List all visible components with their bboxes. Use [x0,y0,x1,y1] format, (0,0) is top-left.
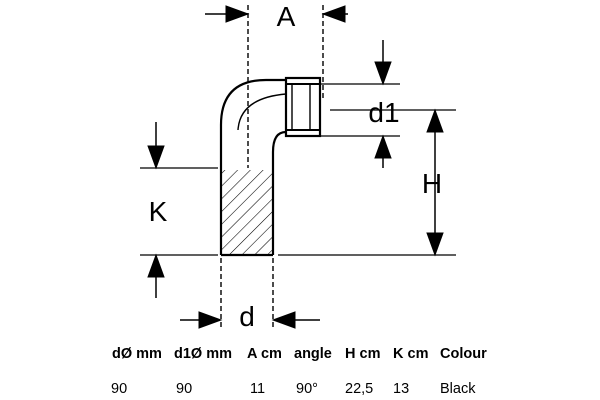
hatched-section [221,170,273,255]
value-a-cm: 11 [250,381,266,397]
pipe-elbow-diagram: A d1 H K d [140,1,456,332]
dimension-a [205,5,348,168]
label-d: d [239,301,255,332]
elbow-outer-contour [219,78,286,255]
label-k: K [149,196,168,227]
header-k-cm: K cm [393,346,429,362]
header-colour: Colour [440,346,487,362]
dimension-h [278,108,456,257]
spec-table: dØ mm d1Ø mm A cm angle H cm K cm Colour… [0,340,600,400]
value-k-cm: 13 [393,381,410,397]
header-d1-mm: d1Ø mm [174,346,233,362]
value-colour: Black [440,381,476,397]
elbow-bore-curve [237,93,287,131]
header-d-mm: dØ mm [112,346,162,362]
value-d-mm: 90 [111,381,128,397]
value-angle: 90° [296,381,318,397]
label-h: H [422,168,442,199]
label-d1: d1 [368,97,399,128]
socket [284,76,322,138]
header-angle: angle [294,346,332,362]
value-d1-mm: 90 [176,381,193,397]
dimension-k [140,122,218,298]
label-a: A [277,1,296,32]
pipe-elbow [219,76,322,257]
header-h-cm: H cm [345,346,381,362]
header-a-cm: A cm [247,346,282,362]
dimension-d [180,258,320,330]
value-h-cm: 22,5 [345,381,374,397]
dimension-d1 [320,40,400,168]
elbow-inner-contour [271,130,287,255]
